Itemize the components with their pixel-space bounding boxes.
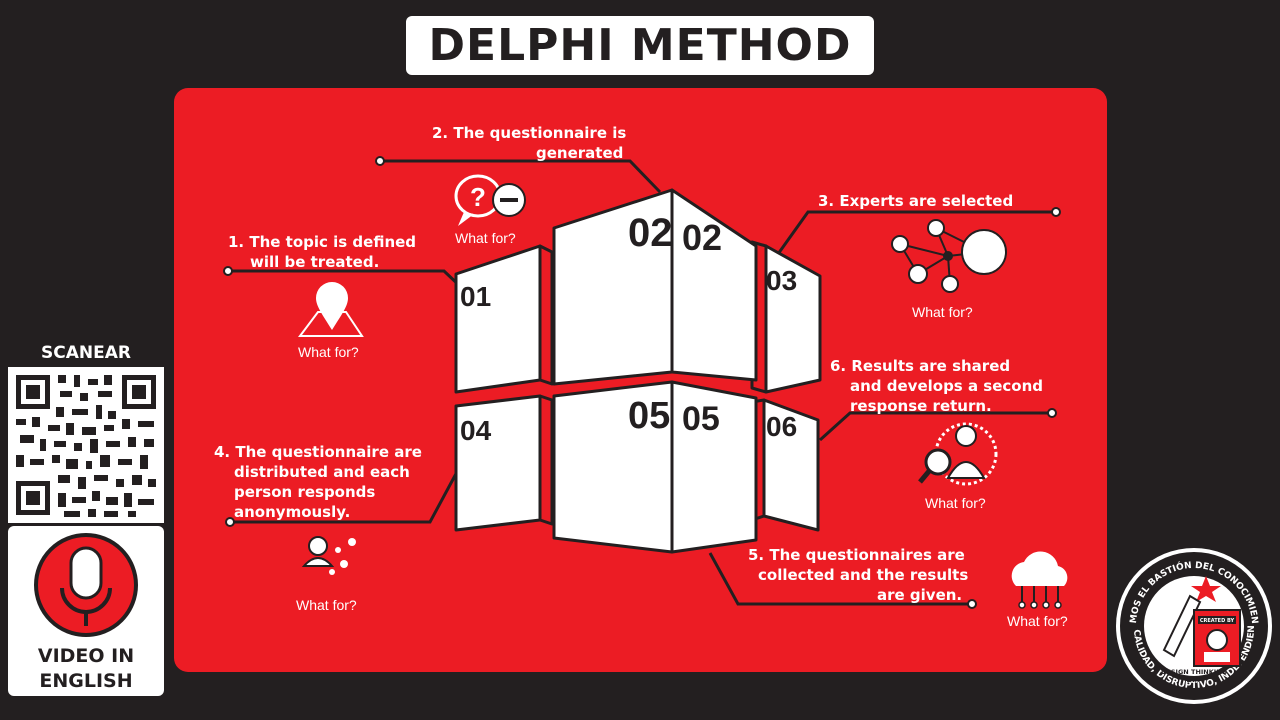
connector-dot-6 — [1047, 408, 1057, 418]
connector-dot-2 — [375, 156, 385, 166]
video-label-line1: VIDEO IN — [37, 645, 135, 667]
step-3-label-line1: 3. Experts are selected — [818, 192, 1014, 210]
badge-design-thinking: DESIGN THINKING — [1161, 668, 1227, 676]
brand-badge: SOMOS EL BASTIÓN DEL CONOCIMIENTO DE CAL… — [1110, 539, 1274, 706]
step-6-label-line1: 6. Results are shared — [830, 357, 1011, 375]
microphone-icon — [34, 533, 138, 637]
question-bubble-icon: ? — [454, 174, 526, 226]
cube-numbers: 01 02 02 03 04 05 05 06 — [460, 211, 797, 446]
cube-label-04: 04 — [460, 415, 492, 446]
cube-01-front — [454, 244, 542, 394]
svg-text:?: ? — [470, 182, 486, 212]
step-3-what-for: What for? — [912, 304, 973, 320]
video-link[interactable]: VIDEO IN ENGLISH — [8, 526, 164, 696]
scan-label: SCANEAR — [41, 343, 131, 363]
cube-01-side — [538, 244, 554, 386]
badge-hours: 24/7 — [1187, 677, 1202, 684]
cube-05-right — [670, 380, 758, 554]
step-2-label-line1: 2. The questionnaire is — [432, 124, 627, 142]
qr-code[interactable] — [8, 367, 164, 523]
step-6-label-line3: response return. — [850, 397, 992, 415]
connector-dot-4 — [225, 517, 235, 527]
cube-label-01: 01 — [460, 281, 491, 312]
step-5-label-line1: 5. The questionnaires are — [748, 546, 965, 564]
step-6-what-for: What for? — [925, 495, 986, 511]
step-2-label-line2: generated — [536, 144, 624, 162]
step-4-label-line1: 4. The questionnaire are — [214, 443, 422, 461]
cube-stack — [454, 188, 822, 554]
brand-seal-icon: SOMOS EL BASTIÓN DEL CONOCIMIENTO DE CAL… — [1110, 539, 1272, 704]
connector-4 — [230, 469, 460, 524]
cloud-icon — [1011, 551, 1068, 609]
anonymous-person-icon — [301, 536, 356, 575]
connector-dot-1 — [223, 266, 233, 276]
connector-dot-5 — [967, 599, 977, 609]
connector-5 — [708, 552, 972, 606]
cube-02-right — [670, 188, 758, 382]
qr-code-icon — [8, 367, 164, 523]
badge-created-by: CREATED BY — [1200, 618, 1235, 624]
connector-3 — [776, 210, 1056, 255]
person-magnifier-icon — [918, 422, 998, 486]
step-6-label-line2: and develops a second — [850, 377, 1044, 395]
connector-6 — [818, 411, 1052, 442]
step-4-label-line2: distributed and each — [234, 463, 410, 481]
diagram-panel — [174, 88, 1107, 672]
step-4-label-line4: anonymously. — [234, 503, 351, 521]
step-4-label-line3: person responds — [234, 483, 376, 501]
cube-label-05b: 05 — [682, 400, 720, 438]
cube-label-02a: 02 — [628, 211, 673, 255]
title-box: DELPHI METHOD — [406, 16, 874, 75]
step-5-label-line2: collected and the results — [758, 566, 969, 584]
cube-label-05a: 05 — [628, 395, 670, 437]
video-label-line2: ENGLISH — [39, 670, 133, 692]
step-1-what-for: What for? — [298, 344, 359, 360]
cube-04-side — [538, 394, 554, 526]
connector-dot-3 — [1051, 207, 1061, 217]
step-4-what-for: What for? — [296, 597, 357, 613]
connector-1 — [228, 269, 464, 290]
cube-label-03: 03 — [766, 265, 797, 296]
cube-label-06: 06 — [766, 411, 797, 442]
cube-label-02b: 02 — [682, 217, 722, 258]
step-2-what-for: What for? — [455, 230, 516, 246]
step-1-label-line2: will be treated. — [250, 253, 380, 271]
step-5-what-for: What for? — [1007, 613, 1068, 629]
step-1-label-line1: 1. The topic is defined — [228, 233, 417, 251]
connector-dots — [223, 156, 1061, 609]
network-icon — [891, 219, 1007, 293]
page-title: DELPHI METHOD — [428, 20, 852, 71]
video-label: VIDEO IN ENGLISH — [8, 644, 164, 694]
map-pin-icon — [298, 282, 364, 337]
step-5-label-line3: are given. — [877, 586, 963, 604]
connector-2 — [380, 159, 662, 194]
